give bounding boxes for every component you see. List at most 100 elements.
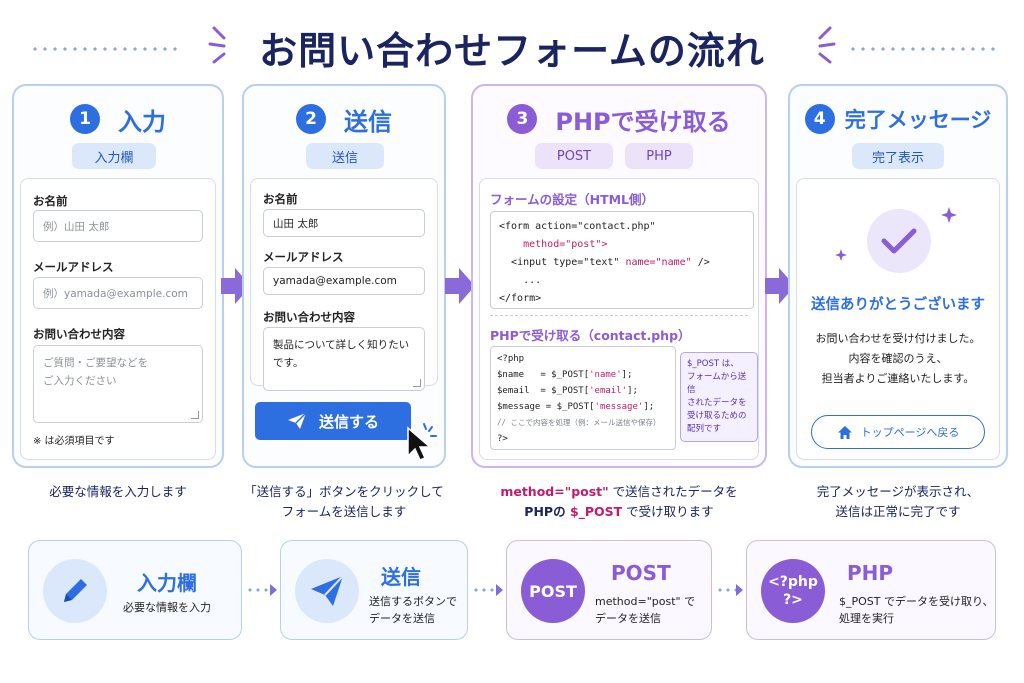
- flow-arrow-right-icon: [445, 268, 475, 304]
- email-label: メールアドレス: [263, 250, 344, 264]
- summary-card-input: 入力欄 必要な情報を入力: [28, 540, 242, 640]
- step-title: 入力: [118, 107, 166, 136]
- step-header: 3 PHPで受け取る: [473, 100, 765, 138]
- step-caption: method="post" で送信されたデータを PHPの $_POST で受け…: [500, 484, 738, 519]
- send-button[interactable]: 送信する: [255, 402, 411, 440]
- sparkle-left-icon: [208, 26, 226, 64]
- paper-plane-icon: [311, 575, 344, 606]
- php-code-block: <?php $name = $_POST['name']; $email = $…: [490, 346, 676, 450]
- summary-icon: [295, 559, 359, 623]
- summary-title: POST: [611, 561, 671, 585]
- summary-title: PHP: [847, 561, 894, 585]
- post-badge: POST: [521, 559, 585, 623]
- summary-title: 送信: [381, 565, 421, 589]
- summary-card-post: POST POST method="post" で データを送信: [506, 540, 712, 640]
- step-title: 完了メッセージ: [844, 108, 992, 132]
- filled-form-panel: お名前 山田 太郎 メールアドレス yamada@example.com お問い…: [250, 178, 438, 391]
- summary-connector: [716, 588, 738, 592]
- home-button[interactable]: トップページへ戻る: [811, 415, 985, 449]
- input-form-panel: お名前 例）山田 太郎 メールアドレス 例）yamada@example.com…: [20, 178, 216, 460]
- flow-arrow-right-icon: [221, 268, 251, 304]
- step-caption: 必要な情報を入力します: [49, 484, 187, 499]
- summary-desc: 送信するボタンで データを送信: [369, 595, 457, 625]
- resize-grip-icon[interactable]: [191, 411, 199, 419]
- step-number: 4: [804, 104, 835, 134]
- confirmation-line: 内容を確認のうえ、: [848, 352, 948, 365]
- step-pill: 完了表示: [852, 143, 944, 169]
- step-caption: 「送信する」ボタンをクリックして フォームを送信します: [244, 484, 444, 519]
- section-divider: [490, 315, 748, 316]
- step-pill: 入力欄: [72, 143, 156, 169]
- checkmark-icon: [881, 228, 917, 254]
- message-textarea[interactable]: 製品について詳しく知りたいです。: [263, 327, 425, 391]
- summary-card-send: 送信 送信するボタンで データを送信: [280, 540, 468, 640]
- email-input[interactable]: yamada@example.com: [263, 267, 425, 295]
- step-pill: 送信: [306, 143, 384, 169]
- sparkle-icon: [941, 207, 957, 223]
- summary-connector: [472, 588, 498, 592]
- paper-plane-icon: [287, 412, 307, 429]
- connector-arrowhead-icon: [496, 584, 503, 596]
- php-badge: <?php ?>: [761, 559, 825, 623]
- thanks-message: 送信ありがとうございます: [811, 297, 985, 313]
- summary-desc: method="post" で データを送信: [595, 595, 696, 625]
- message-value: 製品について詳しく知りたいです。: [273, 339, 410, 369]
- name-label: お名前: [33, 194, 68, 208]
- code-panel: フォームの設定（HTML側） <form action="contact.php…: [479, 178, 759, 460]
- step-card-php: 3 PHPで受け取る POST PHP フォームの設定（HTML側） <form…: [471, 84, 767, 468]
- message-textarea[interactable]: ご質問・ご要望などを ご入力ください: [33, 345, 203, 423]
- title-dots-right: [848, 47, 998, 51]
- step-header: 4 完了メッセージ: [790, 100, 1006, 138]
- name-input[interactable]: 例）山田 太郎: [33, 210, 203, 242]
- confirmation-line: お問い合わせを受け付けました。: [815, 332, 981, 345]
- message-label: お問い合わせ内容: [33, 327, 125, 341]
- php-pill: PHP: [625, 143, 693, 169]
- resize-grip-icon[interactable]: [413, 379, 421, 387]
- flow-arrow-right-icon: [765, 268, 795, 304]
- step-card-send: 2 送信 送信 お名前 山田 太郎 メールアドレス yamada@example…: [242, 84, 446, 468]
- step-title: 送信: [344, 107, 392, 136]
- name-label: お名前: [263, 192, 298, 206]
- step-number: 3: [507, 104, 538, 134]
- message-placeholder: ご質問・ご要望などを ご入力ください: [43, 357, 148, 387]
- sparkle-icon: [835, 249, 847, 261]
- name-input[interactable]: 山田 太郎: [263, 209, 425, 237]
- email-label: メールアドレス: [33, 260, 114, 274]
- connector-arrowhead-icon: [270, 584, 277, 596]
- page-title: お問い合わせフォームの流れ: [259, 29, 765, 73]
- pencil-icon: [64, 579, 87, 602]
- post-pill: POST: [535, 143, 613, 169]
- step-number: 2: [296, 104, 326, 134]
- home-icon: [837, 425, 852, 439]
- summary-title: 入力欄: [137, 571, 197, 595]
- confirmation-line: 担当者よりご連絡いたします。: [821, 372, 975, 385]
- summary-card-php: <?php ?> PHP $_POST でデータを受け取り、 処理を実行: [746, 540, 996, 640]
- post-callout: $_POST は、 フォームから送信 されたデータを 受け取るための 配列です: [680, 352, 758, 442]
- required-note: ※ は必須項目です: [33, 436, 115, 447]
- message-label: お問い合わせ内容: [263, 310, 355, 324]
- title-dots-left: [30, 47, 180, 51]
- connector-arrowhead-icon: [736, 584, 743, 596]
- step-header: 1 入力: [14, 100, 222, 138]
- sparkle-right-icon: [818, 26, 836, 64]
- summary-icon: [43, 559, 107, 623]
- html-section-title: フォームの設定（HTML側）: [490, 192, 655, 207]
- complete-panel: 送信ありがとうございます お問い合わせを受け付けました。 内容を確認のうえ、 担…: [796, 178, 1000, 460]
- title-bar: お問い合わせフォームの流れ: [0, 14, 1024, 73]
- step-title: PHPで受け取る: [555, 107, 731, 136]
- email-input[interactable]: 例）yamada@example.com: [33, 277, 203, 309]
- step-header: 2 送信: [244, 100, 444, 138]
- step-caption: 完了メッセージが表示され、 送信は正常に完了です: [816, 484, 980, 519]
- summary-connector: [246, 588, 272, 592]
- step-number: 1: [70, 104, 100, 134]
- summary-desc: $_POST でデータを受け取り、 処理を実行: [839, 595, 994, 625]
- step-card-input: 1 入力 入力欄 お名前 例）山田 太郎 メールアドレス 例）yamada@ex…: [12, 84, 224, 468]
- success-badge: [867, 209, 931, 273]
- html-code-block: <form action="contact.php" method="post"…: [490, 211, 754, 309]
- summary-desc: 必要な情報を入力: [123, 601, 211, 614]
- mouse-cursor-icon: [407, 423, 437, 461]
- php-section-title: PHPで受け取る（contact.php）: [490, 328, 691, 343]
- home-button-label: トップページへ戻る: [860, 426, 960, 439]
- send-button-label: 送信する: [318, 412, 379, 431]
- step-card-complete: 4 完了メッセージ 完了表示 送信ありがとうございます お問い合わせを受け付けま…: [788, 84, 1008, 468]
